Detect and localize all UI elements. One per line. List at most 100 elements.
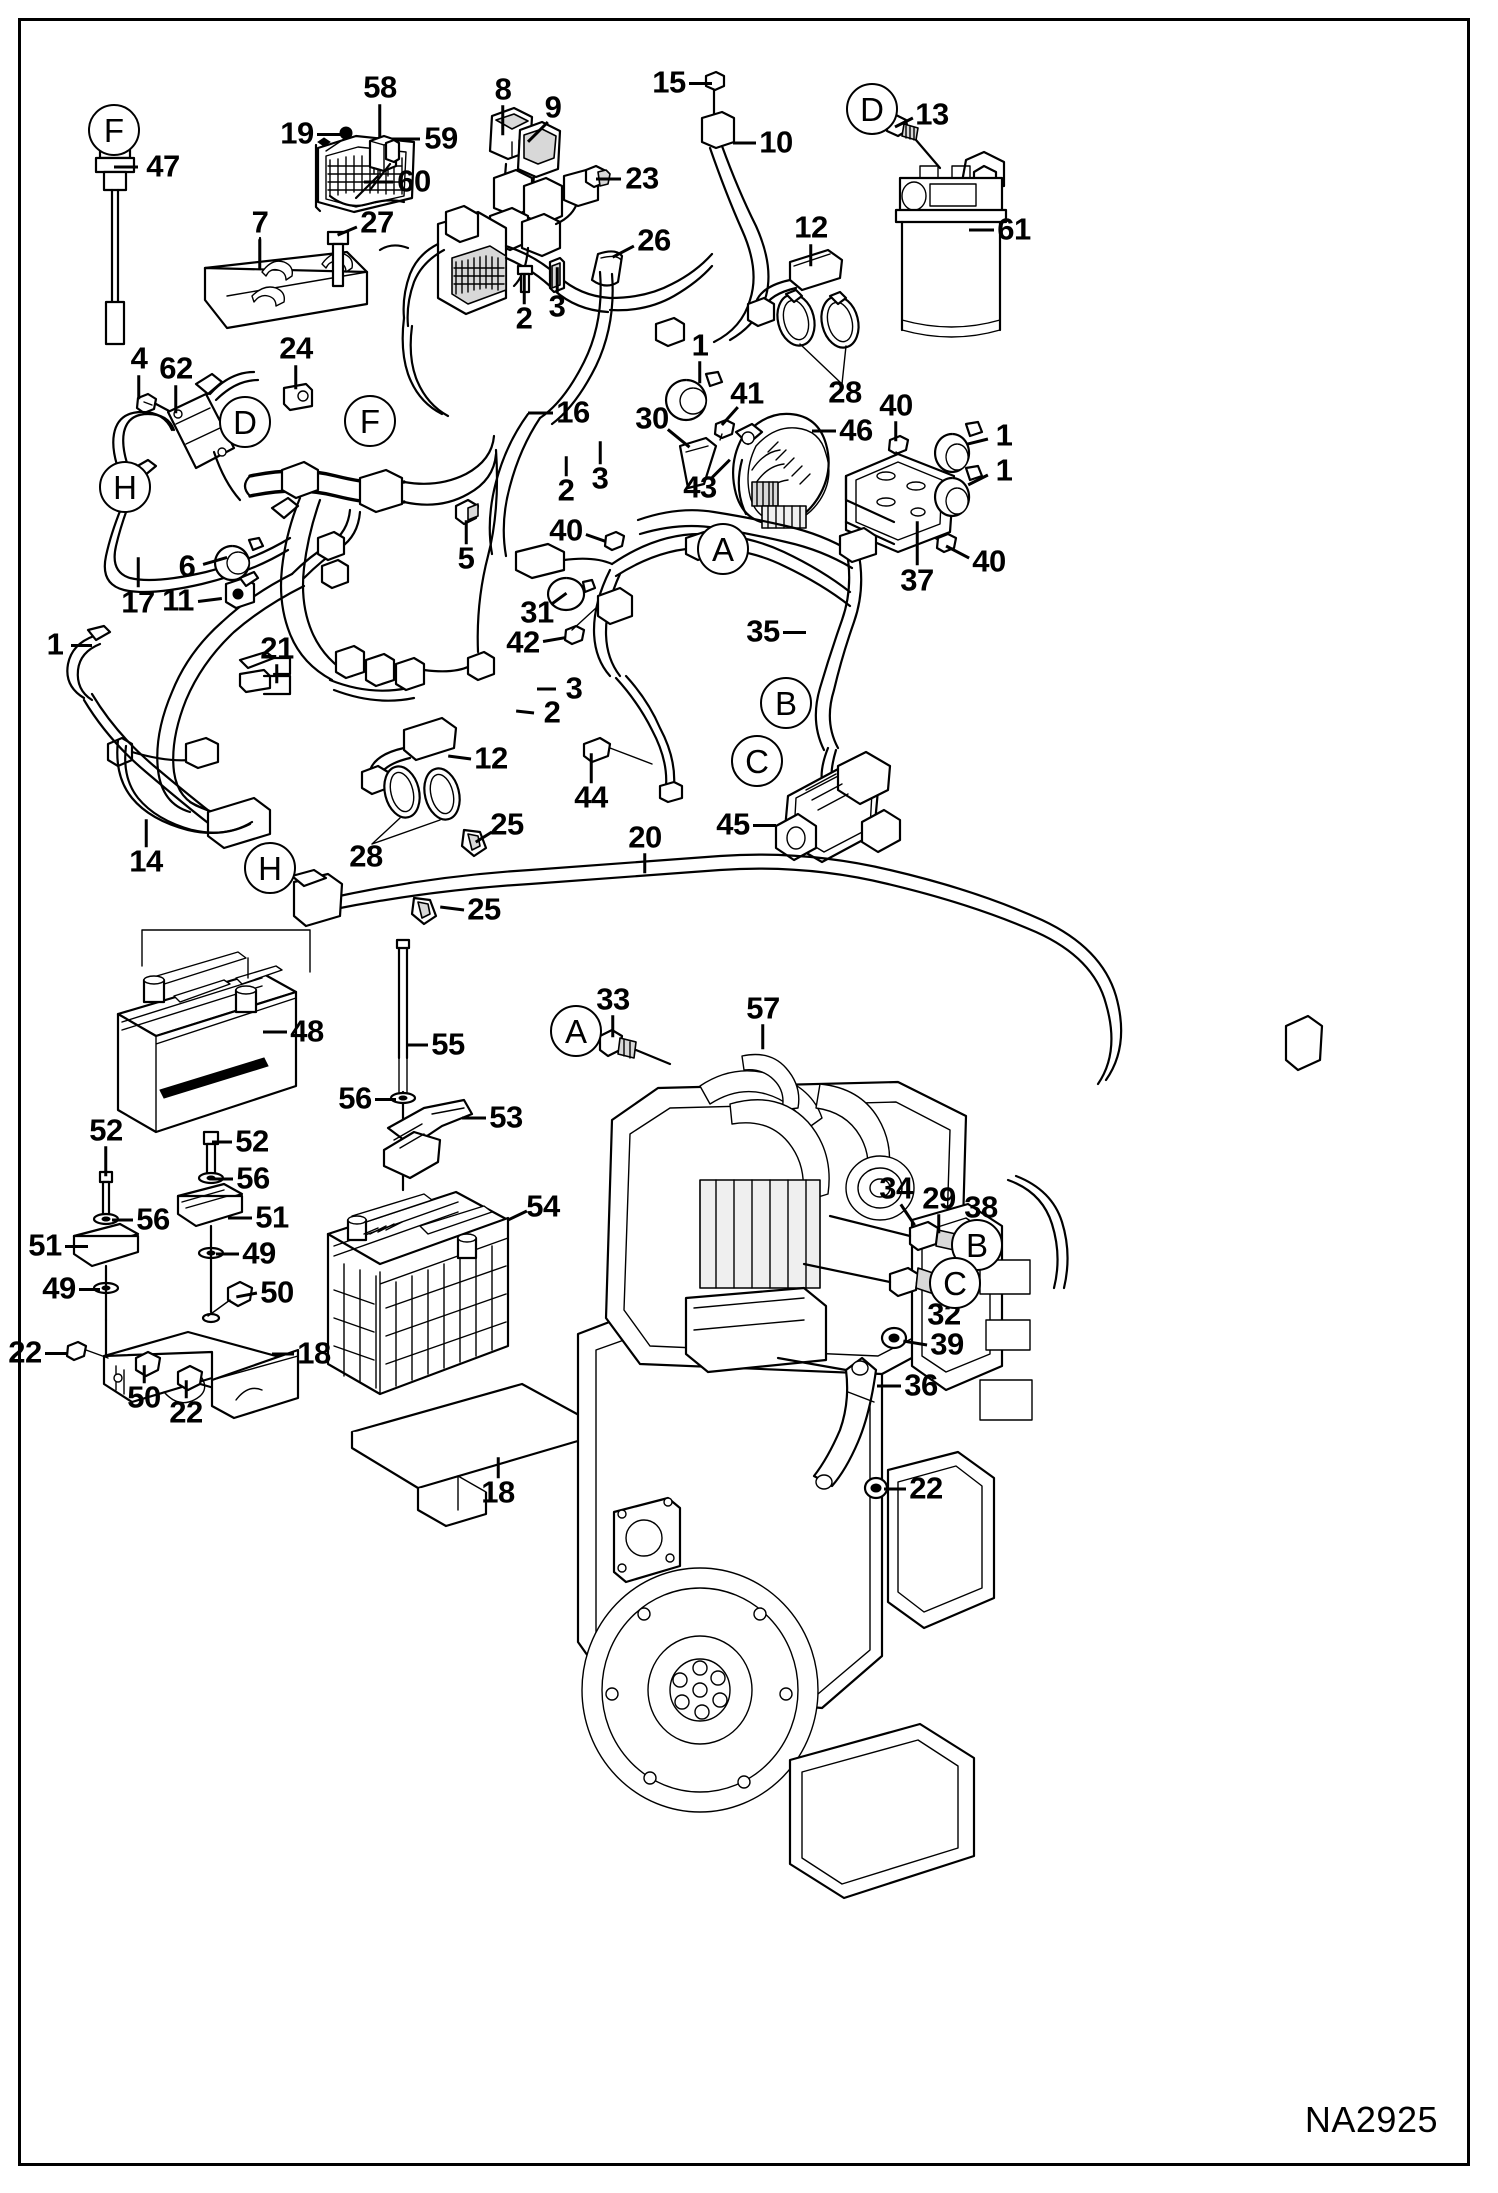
leader-line	[884, 1488, 906, 1491]
part-callout-7: 7	[251, 204, 269, 240]
part-callout-8: 8	[494, 71, 512, 107]
leader-line	[228, 1217, 252, 1220]
reference-callout-D: D	[219, 396, 271, 448]
part-callout-9: 9	[544, 89, 562, 125]
part-callout-61: 61	[997, 211, 1031, 247]
leader-line	[272, 1353, 294, 1356]
reference-callout-H: H	[99, 461, 151, 513]
leader-line	[501, 105, 505, 136]
part-callout-22: 22	[909, 1470, 943, 1506]
part-callout-26: 26	[637, 222, 671, 258]
part-callout-38: 38	[964, 1189, 998, 1225]
leader-line	[65, 1245, 88, 1248]
part-callout-16: 16	[556, 394, 590, 430]
part-callout-55: 55	[431, 1026, 465, 1062]
leader-line	[596, 178, 621, 181]
reference-callout-H: H	[244, 842, 296, 894]
part-callout-44: 44	[574, 779, 608, 815]
leader-line	[877, 1385, 901, 1388]
part-callout-22: 22	[8, 1334, 42, 1370]
part-callout-1: 1	[995, 452, 1013, 488]
part-callout-2: 2	[515, 300, 533, 336]
part-callout-2: 2	[557, 472, 575, 508]
part-callout-1: 1	[691, 327, 709, 363]
drawing-number: NA2925	[1304, 2099, 1438, 2140]
part-callout-51: 51	[255, 1199, 289, 1235]
part-callout-1: 1	[46, 626, 64, 662]
leader-line	[783, 631, 806, 634]
reference-callout-F: F	[344, 395, 396, 447]
part-callout-43: 43	[683, 469, 717, 505]
leader-line	[462, 1117, 486, 1120]
part-callout-18: 18	[297, 1335, 331, 1371]
part-callout-31: 31	[520, 594, 554, 630]
leader-line	[45, 1352, 68, 1355]
part-callout-52: 52	[89, 1112, 123, 1148]
leader-line	[275, 664, 279, 684]
part-callout-51: 51	[28, 1227, 62, 1263]
leader-line	[611, 1015, 615, 1038]
leader-line	[174, 385, 178, 414]
part-callout-25: 25	[490, 806, 524, 842]
part-callout-56: 56	[338, 1080, 372, 1116]
part-callout-13: 13	[915, 96, 949, 132]
part-callout-52: 52	[235, 1123, 269, 1159]
part-callout-28: 28	[349, 838, 383, 874]
part-callout-27: 27	[360, 204, 394, 240]
reference-callout-C: C	[731, 735, 783, 787]
leader-line	[528, 412, 553, 415]
part-callout-12: 12	[474, 740, 508, 776]
part-callout-18: 18	[481, 1474, 515, 1510]
part-callout-56: 56	[136, 1201, 170, 1237]
leader-line	[537, 688, 556, 691]
part-callout-24: 24	[279, 330, 313, 366]
part-callout-49: 49	[42, 1270, 76, 1306]
part-callout-19: 19	[280, 115, 314, 151]
leader-line	[689, 82, 712, 85]
part-callout-11: 11	[162, 582, 194, 618]
leader-line	[812, 430, 836, 433]
part-callout-58: 58	[363, 69, 397, 105]
leader-line	[114, 166, 138, 169]
part-callout-14: 14	[129, 843, 163, 879]
part-callout-3: 3	[565, 670, 583, 706]
part-callout-33: 33	[596, 981, 630, 1017]
part-callout-46: 46	[839, 412, 873, 448]
part-callout-41: 41	[730, 375, 764, 411]
leader-line	[104, 1146, 108, 1177]
part-callout-17: 17	[121, 584, 155, 620]
part-callout-4: 4	[130, 340, 148, 376]
part-callout-23: 23	[625, 160, 659, 196]
reference-callout-C: C	[929, 1257, 981, 1309]
part-callout-21: 21	[260, 630, 294, 666]
leader-line	[71, 644, 92, 647]
leader-line	[753, 824, 776, 827]
leader-line	[698, 361, 702, 384]
part-callout-36: 36	[904, 1367, 938, 1403]
leader-line	[79, 1288, 100, 1291]
reference-callout-B: B	[760, 677, 812, 729]
part-callout-1: 1	[995, 417, 1013, 453]
part-callout-40: 40	[972, 543, 1006, 579]
part-callout-40: 40	[549, 512, 583, 548]
part-callout-20: 20	[628, 819, 662, 855]
part-callout-6: 6	[178, 548, 196, 584]
part-callout-30: 30	[635, 400, 669, 436]
leader-line	[733, 142, 756, 145]
leader-line	[894, 421, 898, 442]
sheet-border	[18, 18, 1470, 2166]
reference-callout-A: A	[550, 1005, 602, 1057]
part-callout-56: 56	[236, 1160, 270, 1196]
part-callout-54: 54	[526, 1188, 560, 1224]
leader-line	[375, 1098, 396, 1101]
part-callout-3: 3	[591, 460, 609, 496]
leader-line	[212, 1178, 233, 1181]
part-callout-40: 40	[879, 387, 913, 423]
part-callout-39: 39	[930, 1326, 964, 1362]
leader-line	[136, 557, 140, 588]
part-callout-50: 50	[260, 1274, 294, 1310]
part-callout-5: 5	[457, 540, 475, 576]
leader-line	[809, 244, 813, 267]
reference-callout-F: F	[88, 104, 140, 156]
